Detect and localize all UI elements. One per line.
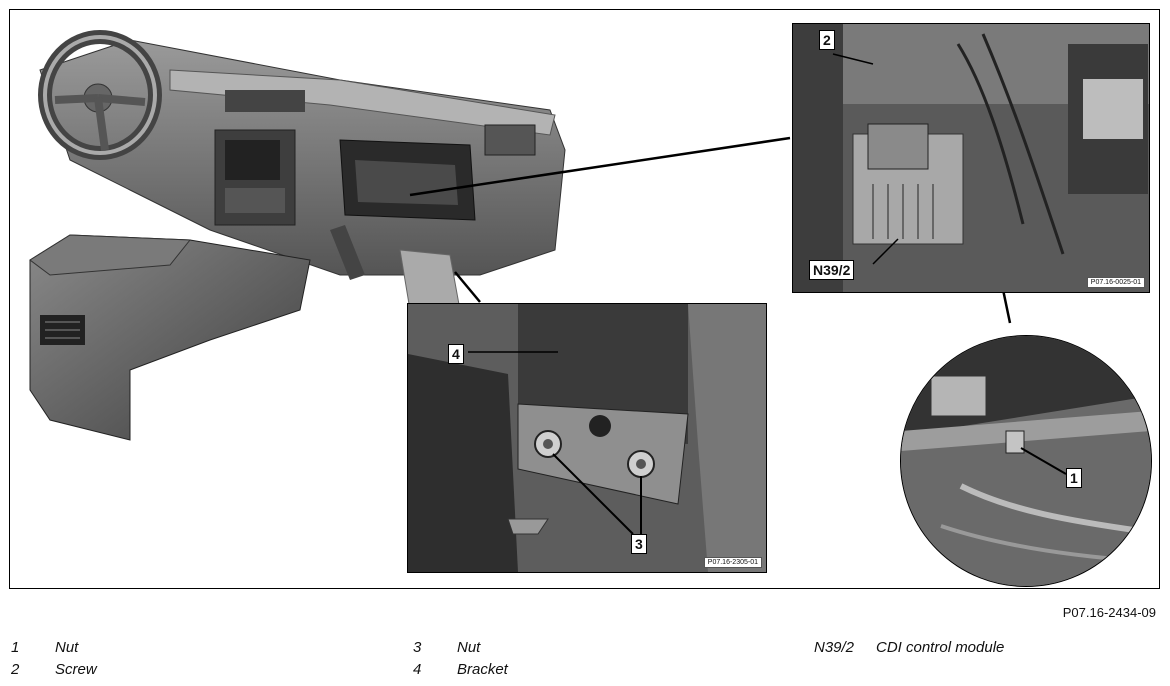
legend-label: CDI control module [876,639,1005,656]
legend-key: 3 [413,639,422,656]
inset-code-bracket: P07.16-2305-01 [703,557,762,568]
legend-item: 2 Screw [11,661,97,683]
bracket-photo [408,304,766,572]
legend-label: Nut [457,639,481,656]
leader-line-bracket [454,271,481,303]
legend-column-3: N39/2 CDI control module [814,639,1004,661]
legend-label: Screw [55,661,97,678]
dashboard-illustration [29,30,1012,441]
legend-column-2: 3 Nut 4 Bracket [413,639,508,683]
legend-key: 4 [413,661,422,678]
bracket-inset: 4 3 P07.16-2305-01 [407,303,767,573]
callout-2: 2 [819,30,835,50]
callout-n39-2: N39/2 [809,260,855,280]
figure-code: P07.16-2434-09 [1062,605,1156,620]
nut-detail-photo [901,336,1151,586]
callout-1: 1 [1066,468,1082,488]
nut-detail-circle: 1 [900,335,1152,587]
legend-label: Nut [55,639,79,656]
legend-column-1: 1 Nut 2 Screw [11,639,97,683]
leader-line-module [409,136,791,197]
legend-key: N39/2 [814,639,855,656]
legend-key: 1 [11,639,20,656]
illustration-frame: 2 N39/2 P07.16-0025-01 4 3 P07.16-2305-0… [9,9,1160,589]
control-module-photo [793,24,1149,292]
inset-code-module: P07.16-0025-01 [1086,277,1145,288]
control-module-inset: 2 N39/2 P07.16-0025-01 [792,23,1150,293]
legend-item: 1 Nut [11,639,97,661]
legend-item: 3 Nut [413,639,508,661]
legend-item: 4 Bracket [413,661,508,683]
callout-4: 4 [448,344,464,364]
legend-key: 2 [11,661,20,678]
legend-item: N39/2 CDI control module [814,639,1004,661]
callout-3: 3 [631,534,647,554]
legend-label: Bracket [457,661,508,678]
